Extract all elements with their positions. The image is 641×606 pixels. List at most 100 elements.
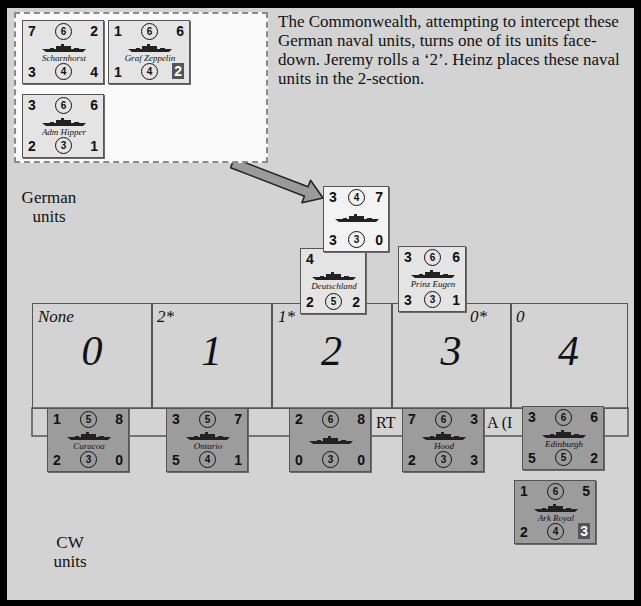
explanation-note: The Commonwealth, attempting to intercep… bbox=[278, 12, 630, 88]
counter-value: 2 bbox=[590, 451, 598, 465]
counter-value: 6 bbox=[322, 411, 339, 428]
counter-value: 3 bbox=[348, 231, 365, 248]
ship-hull bbox=[542, 430, 586, 438]
counter-value: 4 bbox=[348, 189, 365, 206]
counter-value: 3 bbox=[470, 412, 478, 426]
counter-value: 3 bbox=[55, 137, 72, 154]
counter-value: 3 bbox=[329, 233, 337, 247]
ship-counter: 4Deutschland252 bbox=[300, 248, 366, 314]
counter-value: 2 bbox=[408, 453, 416, 467]
counter-value: 2 bbox=[90, 24, 98, 38]
counter-value: 5 bbox=[582, 484, 590, 498]
counter-value: 1 bbox=[234, 453, 242, 467]
ship-silhouette bbox=[421, 431, 467, 440]
counter-value: 4 bbox=[55, 63, 72, 80]
ship-name: Scharnhorst bbox=[23, 54, 105, 63]
counter-value: 8 bbox=[357, 412, 365, 426]
counter-value: 0 bbox=[375, 233, 383, 247]
counter-value: 6 bbox=[555, 409, 572, 426]
ship-silhouette bbox=[41, 117, 87, 126]
ship-hull bbox=[42, 44, 86, 52]
ship-silhouette bbox=[334, 213, 380, 222]
counter-value: 3 bbox=[578, 523, 590, 539]
dashed-group-box: 762Scharnhorst344166Graf Zeppelin142366A… bbox=[14, 12, 268, 163]
counter-value: 7 bbox=[28, 24, 36, 38]
counter-value: 3 bbox=[28, 98, 36, 112]
counter-value: 5 bbox=[325, 293, 342, 310]
ship-hull bbox=[312, 272, 356, 280]
counter-value: 8 bbox=[115, 412, 123, 426]
ship-name: Ark Royal bbox=[515, 514, 597, 523]
section-number: 3 bbox=[392, 330, 510, 372]
counter-value: 3 bbox=[424, 291, 441, 308]
counter-value: 3 bbox=[470, 453, 478, 467]
ship-name: Hood bbox=[403, 442, 485, 451]
counter-value: 4 bbox=[306, 252, 314, 266]
ship-counter: 166Graf Zeppelin142 bbox=[108, 20, 190, 84]
ship-counter: 3 6 6Adm Hipper 2 3 1 bbox=[22, 94, 104, 158]
ship-name: Adm Hipper bbox=[23, 128, 105, 137]
ship-hull bbox=[411, 270, 455, 278]
side-label: CW units bbox=[38, 533, 102, 571]
block-arrow bbox=[231, 158, 323, 202]
track-section: 0*3 bbox=[391, 303, 512, 409]
side-label: RT bbox=[376, 413, 400, 432]
counter-value: 6 bbox=[547, 483, 564, 500]
counter-value: 2 bbox=[520, 525, 528, 539]
ship-name: Edinburgh bbox=[523, 440, 605, 449]
ship-name: Graf Zeppelin bbox=[109, 54, 191, 63]
counter-value: 1 bbox=[90, 139, 98, 153]
ship-hull bbox=[186, 432, 230, 440]
ship-counter: 347330 bbox=[323, 186, 389, 252]
counter-value: 6 bbox=[141, 23, 158, 40]
ship-hull bbox=[42, 118, 86, 126]
counter-value: 6 bbox=[55, 97, 72, 114]
ship-silhouette bbox=[185, 431, 231, 440]
counter-value: 2 bbox=[28, 139, 36, 153]
ship-silhouette bbox=[66, 431, 112, 440]
ship-counter: 268030 bbox=[289, 408, 371, 472]
counter-value: 1 bbox=[452, 293, 460, 307]
ship-counter: 158Curacoa230 bbox=[47, 408, 129, 472]
counter-value: 7 bbox=[375, 190, 383, 204]
ship-counter: 366Prinz Eugen331 bbox=[398, 246, 466, 312]
side-label: A (I bbox=[487, 413, 521, 432]
track-section: 04 bbox=[510, 303, 628, 409]
counter-value: 2 bbox=[306, 295, 314, 309]
ship-name: Deutschland bbox=[301, 282, 367, 291]
ship-counter: 763Hood233 bbox=[402, 408, 484, 472]
counter-value: 5 bbox=[199, 411, 216, 428]
counter-value: 3 bbox=[172, 412, 180, 426]
counter-value: 2 bbox=[172, 63, 184, 79]
section-header: None bbox=[38, 308, 74, 325]
ship-silhouette bbox=[308, 435, 354, 444]
ship-counter: 357Ontario541 bbox=[166, 408, 248, 472]
section-header: 0 bbox=[516, 308, 525, 325]
counter-value: 2 bbox=[53, 453, 61, 467]
counter-value: 4 bbox=[199, 451, 216, 468]
ship-hull bbox=[67, 432, 111, 440]
ship-hull bbox=[309, 436, 353, 444]
section-number: 1 bbox=[152, 330, 271, 372]
counter-value: 6 bbox=[424, 249, 441, 266]
counter-value: 3 bbox=[404, 250, 412, 264]
counter-value: 7 bbox=[234, 412, 242, 426]
counter-value: 3 bbox=[404, 293, 412, 307]
ship-silhouette bbox=[410, 269, 456, 278]
counter-value: 0 bbox=[115, 453, 123, 467]
counter-value: 5 bbox=[528, 451, 536, 465]
counter-value: 6 bbox=[55, 23, 72, 40]
arrow-shape bbox=[231, 158, 323, 202]
ship-counter: 366Edinburgh552 bbox=[522, 406, 604, 470]
counter-value: 1 bbox=[53, 412, 61, 426]
ship-name: Prinz Eugen bbox=[399, 280, 467, 289]
counter-value: 3 bbox=[28, 65, 36, 79]
counter-value: 3 bbox=[528, 410, 536, 424]
counter-value: 6 bbox=[452, 250, 460, 264]
counter-value: 3 bbox=[329, 190, 337, 204]
ship-counter: 165Ark Royal243 bbox=[514, 480, 596, 544]
counter-value: 6 bbox=[90, 98, 98, 112]
counter-value: 1 bbox=[114, 24, 122, 38]
counter-value: 5 bbox=[172, 453, 180, 467]
